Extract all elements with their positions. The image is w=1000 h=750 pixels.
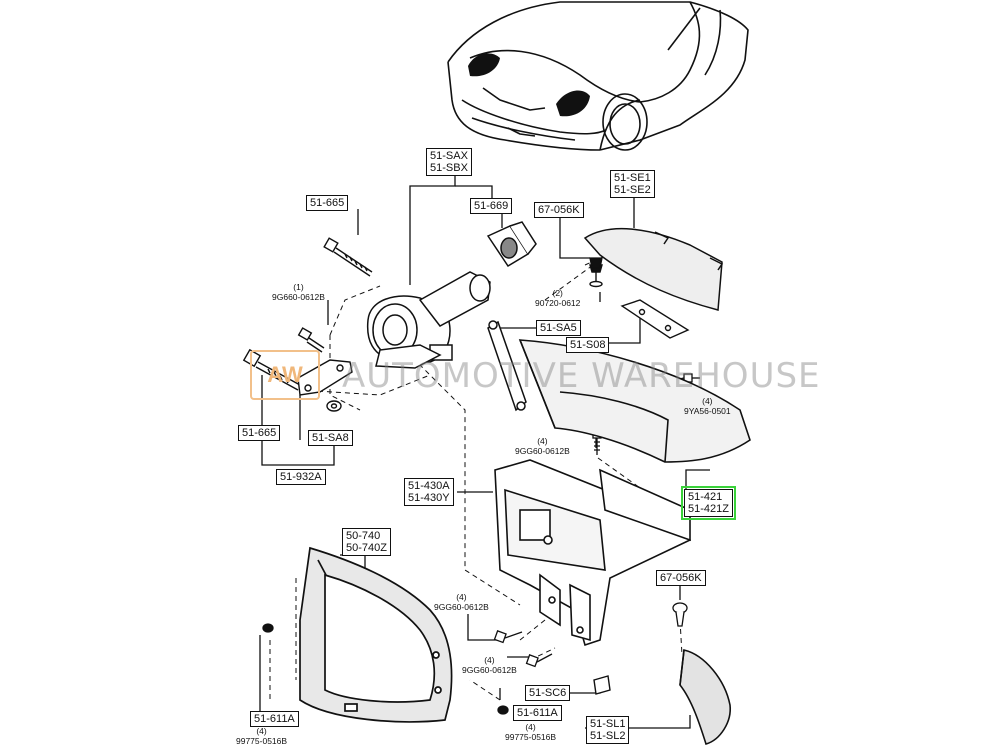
part-number: 51-SC6 [529, 687, 567, 699]
headlight-right-icon [556, 90, 590, 117]
hardware-label-99775-mid: (4) 99775-0516B [505, 722, 557, 742]
washer-51-sa8-icon [326, 400, 342, 412]
clip-51-sc6-icon [593, 675, 611, 695]
part-label-51-665-left[interactable]: 51-665 [238, 425, 281, 441]
headlamp-lid-51-421-icon [518, 339, 751, 463]
part-label-51-sax[interactable]: 51-SAX 51-SBX [426, 148, 472, 176]
part-number: 51-421 [688, 491, 723, 503]
part-label-51-se[interactable]: 51-SE1 51-SE2 [610, 170, 655, 198]
part-number: 51-SE2 [614, 184, 651, 196]
headlight-left-icon [468, 53, 500, 77]
bolt-51-665-top-icon [323, 237, 373, 277]
retractor-motor-icon [366, 271, 491, 369]
part-number: 51-611A [517, 707, 558, 719]
part-number: 51-611A [254, 713, 295, 725]
screw-99775-mid-icon [497, 705, 509, 715]
part-number: 51-S08 [570, 339, 606, 351]
part-number: 51-665 [310, 197, 345, 209]
part-label-51-s08[interactable]: 51-S08 [566, 337, 610, 353]
part-label-51-sl[interactable]: 51-SL1 51-SL2 [586, 716, 630, 744]
hardware-label-9gg60-a: (4) 9GG60-0612B [515, 436, 570, 456]
bushing-51-669-icon [486, 221, 537, 268]
bracket-51-s08-icon [620, 299, 690, 339]
bolt-9gg60-b-icon [493, 630, 523, 644]
part-number: 51-SA5 [540, 322, 577, 334]
part-label-51-611a-left[interactable]: 51-611A [250, 711, 299, 727]
bolt-51-665-left-icon [242, 348, 301, 391]
part-number: 50-740 [346, 530, 381, 542]
part-number: 51-SE1 [614, 172, 651, 184]
screw-99775-left-icon [262, 623, 274, 633]
bracket-51-932a-icon [297, 359, 353, 396]
clip-67-056k-right-icon [672, 602, 688, 627]
part-number: 51-665 [242, 427, 277, 439]
part-number: 51-430Y [408, 492, 450, 504]
part-number: 51-421Z [688, 503, 729, 515]
part-number: 51-SL2 [590, 730, 626, 742]
part-number: 51-SBX [430, 162, 468, 174]
part-label-51-sa8[interactable]: 51-SA8 [308, 430, 353, 446]
headlamp-bezel-50-740-icon [299, 546, 453, 723]
part-label-51-sa5[interactable]: 51-SA5 [536, 320, 581, 336]
part-number: 51-430A [408, 480, 450, 492]
part-number: 67-056K [538, 204, 580, 216]
car-front-illustration [447, 1, 749, 151]
part-label-51-932a[interactable]: 51-932A [276, 469, 326, 485]
hardware-label-90720: (2) 90720-0612 [535, 288, 581, 308]
part-number: 51-SAX [430, 150, 468, 162]
part-label-67-056k-right[interactable]: 67-056K [656, 570, 706, 586]
hardware-label-9gg60-c: (4) 9GG60-0612B [462, 655, 517, 675]
part-label-51-430a[interactable]: 51-430A 51-430Y [404, 478, 454, 506]
drive-link-51-sa5-icon [487, 320, 527, 412]
part-label-51-sc6[interactable]: 51-SC6 [525, 685, 571, 701]
hardware-label-9gg60-b: (4) 9GG60-0612B [434, 592, 489, 612]
bolt-9g660-top-icon [297, 327, 325, 353]
part-label-51-669[interactable]: 51-669 [470, 198, 513, 214]
splash-cover-51-sl-icon [679, 649, 731, 745]
part-number: 50-740Z [346, 542, 387, 554]
part-label-51-421[interactable]: 51-421 51-421Z [681, 486, 736, 520]
hardware-label-9g660-top: (1) 9G660-0612B [272, 282, 325, 302]
part-label-51-611a-mid[interactable]: 51-611A [513, 705, 562, 721]
part-number: 51-932A [280, 471, 322, 483]
headlamp-bracket-51-430a-icon [494, 459, 692, 647]
part-number: 51-SA8 [312, 432, 349, 444]
part-label-51-665-top[interactable]: 51-665 [306, 195, 349, 211]
part-label-67-056k-top[interactable]: 67-056K [534, 202, 584, 218]
part-number: 51-669 [474, 200, 509, 212]
part-number: 51-SL1 [590, 718, 626, 730]
part-label-50-740[interactable]: 50-740 50-740Z [342, 528, 391, 556]
bolt-9gg60-c-icon [525, 653, 553, 668]
part-number: 67-056K [660, 572, 702, 584]
hardware-label-9ya56: (4) 9YA56-0501 [684, 396, 731, 416]
clip-67-056k-top-icon [589, 257, 603, 269]
hardware-label-99775-left: (4) 99775-0516B [236, 726, 288, 746]
cover-51-se-icon [583, 227, 724, 311]
